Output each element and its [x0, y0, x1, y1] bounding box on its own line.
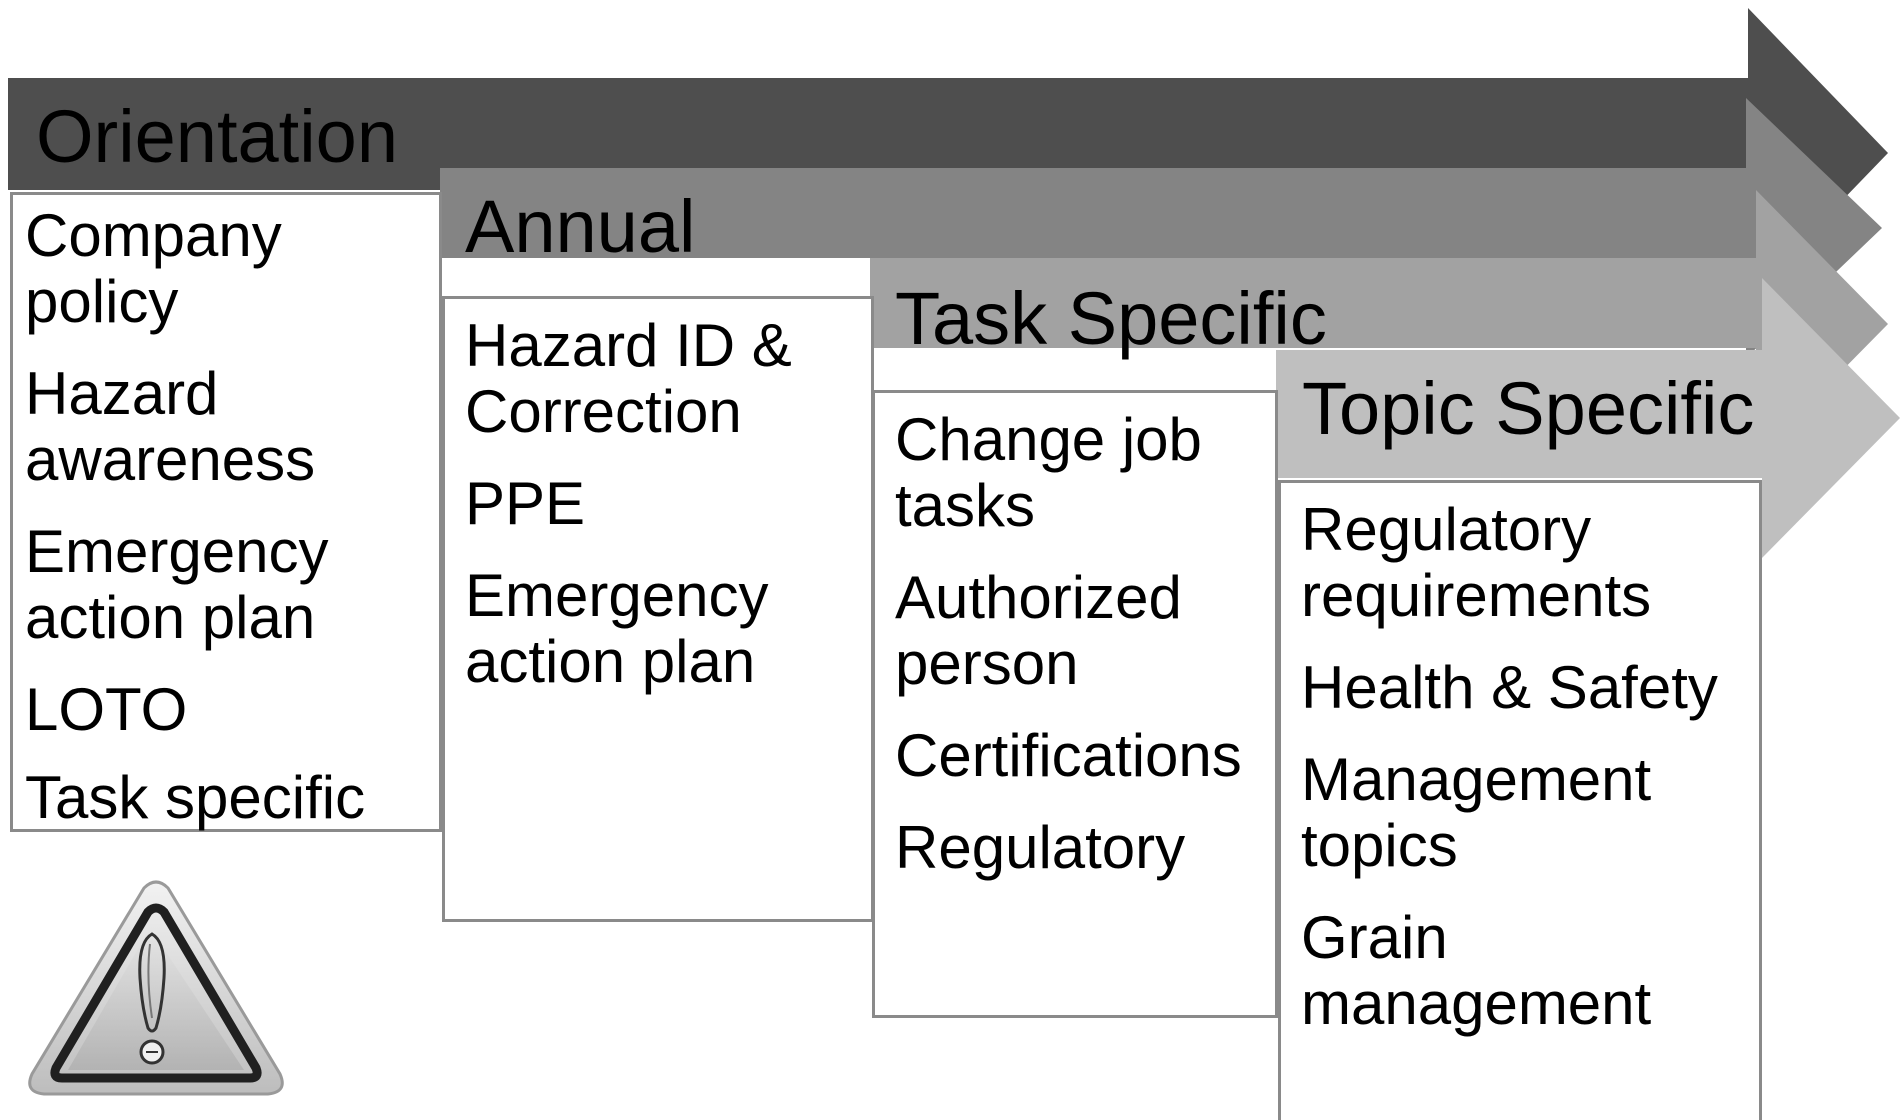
arrow-task-specific-shape — [870, 190, 1888, 458]
card-task-specific: Change job tasks Authorized person Certi… — [872, 390, 1278, 1018]
card-topic-specific: Regulatory requirements Health & Safety … — [1278, 480, 1762, 1120]
list-item: Authorized person — [895, 564, 1182, 697]
list-item: Management topics — [1301, 746, 1652, 879]
warning-border-shape — [50, 903, 262, 1083]
warning-triangle-icon — [28, 880, 284, 1096]
list-item: Grain management — [1301, 904, 1652, 1037]
exclamation-bar-shape — [138, 932, 166, 1033]
list-item: Regulatory — [895, 814, 1186, 881]
arrow-orientation-shape — [8, 8, 1888, 298]
list-item: Task specific — [25, 764, 366, 831]
item-list-task-specific: Change job tasks Authorized person Certi… — [895, 407, 1275, 881]
list-item: LOTO — [25, 676, 188, 743]
list-item: Certifications — [895, 722, 1242, 789]
list-item: Emergency action plan — [465, 562, 769, 695]
list-item: Regulatory requirements — [1301, 496, 1652, 629]
arrow-topic-specific-shape — [1276, 278, 1900, 558]
list-item: Company policy — [25, 202, 282, 335]
item-list-topic-specific: Regulatory requirements Health & Safety … — [1301, 497, 1759, 1037]
stage-title-topic-specific: Topic Specific — [1302, 367, 1755, 450]
list-item: Emergency action plan — [25, 518, 329, 651]
list-item: Change job tasks — [895, 406, 1202, 539]
list-item: Hazard ID & Correction — [465, 312, 792, 445]
list-item: Health & Safety — [1301, 654, 1718, 721]
warning-inner-shape — [68, 928, 244, 1070]
card-orientation: Company policy Hazard awareness Emergenc… — [10, 192, 442, 832]
exclamation-highlight-shape — [147, 943, 153, 1019]
list-item: Hazard awareness — [25, 360, 316, 493]
item-list-annual: Hazard ID & Correction PPE Emergency act… — [465, 313, 871, 695]
stage-title-orientation: Orientation — [36, 95, 398, 178]
arrow-annual-shape — [440, 98, 1882, 358]
card-annual: Hazard ID & Correction PPE Emergency act… — [442, 296, 874, 922]
stage-title-annual: Annual — [465, 185, 696, 268]
item-list-orientation: Company policy Hazard awareness Emergenc… — [25, 203, 439, 831]
list-item: PPE — [465, 470, 586, 537]
stage-title-task-specific: Task Specific — [895, 277, 1327, 360]
